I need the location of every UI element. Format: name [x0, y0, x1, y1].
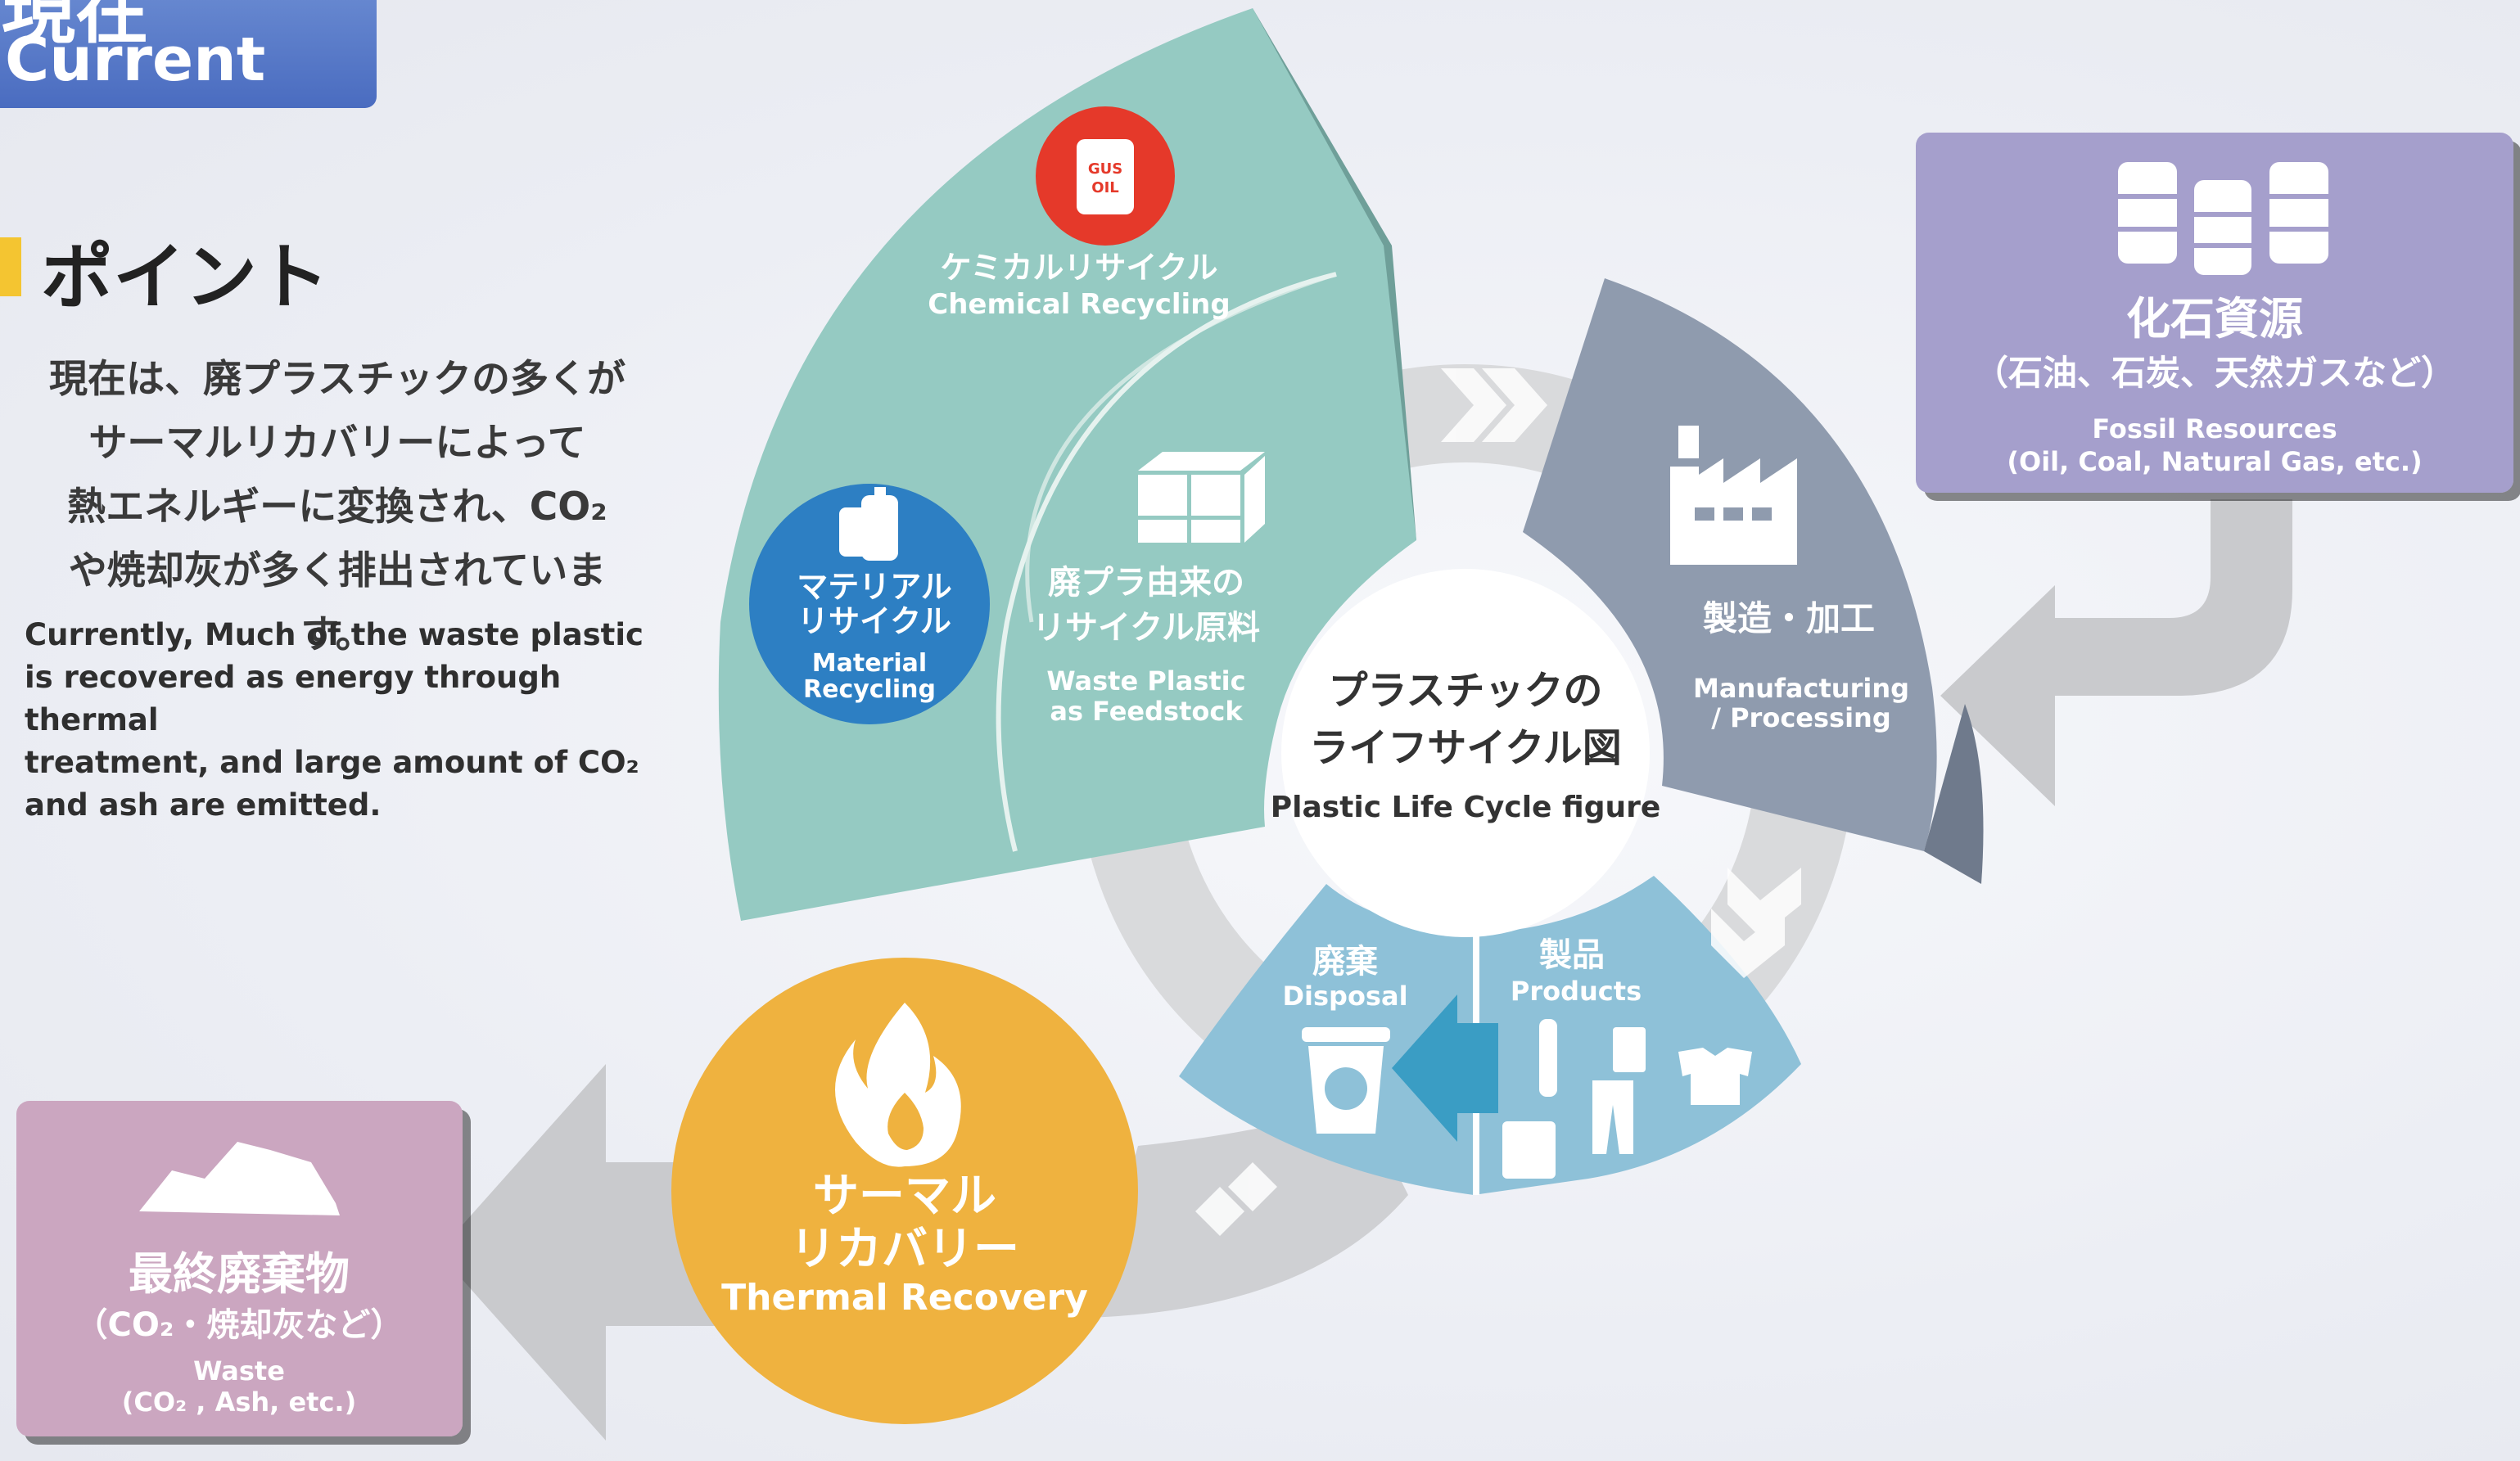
manufacturing-label-jp: 製造・加工	[1703, 598, 1875, 638]
chevron-bottom-right	[1711, 868, 1801, 978]
thermal-recovery-circle	[671, 958, 1138, 1424]
waste-subtitle-jp: （CO₂・焼却灰など）	[75, 1306, 404, 1344]
fossil-title-jp: 化石資源	[2126, 293, 2303, 345]
gus-label: GUS	[1088, 160, 1122, 178]
manufacturing-wedge-shadow	[1924, 704, 1984, 884]
center-circle	[1281, 569, 1650, 937]
chemical-label-jp: ケミカルリサイクル	[941, 250, 1218, 286]
products-to-disposal-arrow	[1392, 994, 1498, 1142]
current-label-en: Current	[5, 25, 266, 95]
thermal-label-en: Thermal Recovery	[721, 1277, 1088, 1319]
point-accent-bar	[0, 237, 21, 296]
feedstock-label-en-2: as Feedstock	[1050, 696, 1243, 727]
feedstock-label-en-1: Waste Plastic	[1046, 665, 1245, 697]
bottles-icon	[839, 487, 898, 561]
feedstock-label-jp-2: リサイクル原料	[1032, 609, 1260, 647]
thermal-label-jp-1: サーマル	[813, 1170, 996, 1223]
chemical-label-en: Chemical Recycling	[928, 288, 1230, 321]
feedstock-boxes-icon	[1138, 452, 1265, 543]
disposal-label-en: Disposal	[1282, 981, 1407, 1012]
material-recycling-circle	[749, 484, 990, 724]
flame-icon	[835, 1003, 961, 1167]
center-title-jp-1: プラスチックの	[1328, 668, 1602, 714]
chevron-bottom-left	[1195, 1162, 1277, 1236]
tshirt-icon	[1678, 1048, 1752, 1105]
manufacturing-label-en-1: Manufacturing	[1693, 673, 1909, 704]
fossil-to-manufacturing-arrow	[1940, 499, 2292, 806]
products-label-en: Products	[1511, 976, 1642, 1007]
waste-box	[16, 1101, 463, 1436]
fossil-label-en-1: Fossil Resources	[2092, 413, 2337, 444]
center-title-en: Plastic Life Cycle figure	[1271, 791, 1661, 824]
material-label-jp-1: マテリアル	[797, 569, 952, 605]
factory-icon	[1670, 426, 1797, 565]
jeans-icon	[1592, 1080, 1633, 1154]
feedstock-label-jp-1: 廃プラ由来の	[1048, 564, 1244, 602]
canister-icon	[1502, 1121, 1556, 1179]
rubble-icon	[139, 1142, 340, 1215]
point-description-en: Currently, Much of the waste plastic is …	[25, 617, 644, 823]
material-label-en-1: Material	[812, 649, 927, 678]
product-icons	[1502, 1019, 1752, 1179]
manufacturing-label-en-2: / Processing	[1711, 702, 1890, 733]
disposal-label-jp: 廃棄	[1312, 943, 1378, 981]
current-label-jp: 現在	[2, 0, 149, 54]
oil-label: OIL	[1091, 179, 1118, 196]
thermal-label-jp-2: リカバリー	[790, 1223, 1019, 1276]
point-description-jp: 現在は、廃プラスチックの多くが サーマルリカバリーによって 熱エネルギーに変換さ…	[48, 357, 626, 657]
bottle-icon	[1539, 1019, 1557, 1097]
waste-label-en-1: Waste	[193, 1355, 285, 1387]
oil-can-icon	[1077, 139, 1134, 214]
fossil-resources-box	[1916, 133, 2513, 493]
feedstock-divider-arc	[996, 272, 1337, 852]
material-label-en-2: Recycling	[803, 675, 936, 704]
center-title-jp-2: ライフサイクル図	[1309, 725, 1622, 771]
barrels-icon	[2118, 162, 2328, 275]
fossil-subtitle-jp: （石油、石炭、天然ガスなど）	[1974, 353, 2455, 393]
recycle-bin-icon	[1302, 1027, 1390, 1134]
material-label-jp-2: リサイクル	[797, 603, 951, 639]
waste-label-en-2: (CO₂ , Ash, etc.)	[122, 1387, 356, 1418]
point-title: ポイント	[41, 235, 330, 319]
waste-title-jp: 最終廃棄物	[129, 1248, 350, 1300]
chevron-top	[1441, 368, 1547, 442]
cup-icon	[1613, 1027, 1646, 1072]
current-tab	[0, 0, 377, 108]
fossil-label-en-2: (Oil, Coal, Natural Gas, etc.)	[2007, 446, 2422, 477]
products-label-jp: 製品	[1539, 936, 1605, 974]
